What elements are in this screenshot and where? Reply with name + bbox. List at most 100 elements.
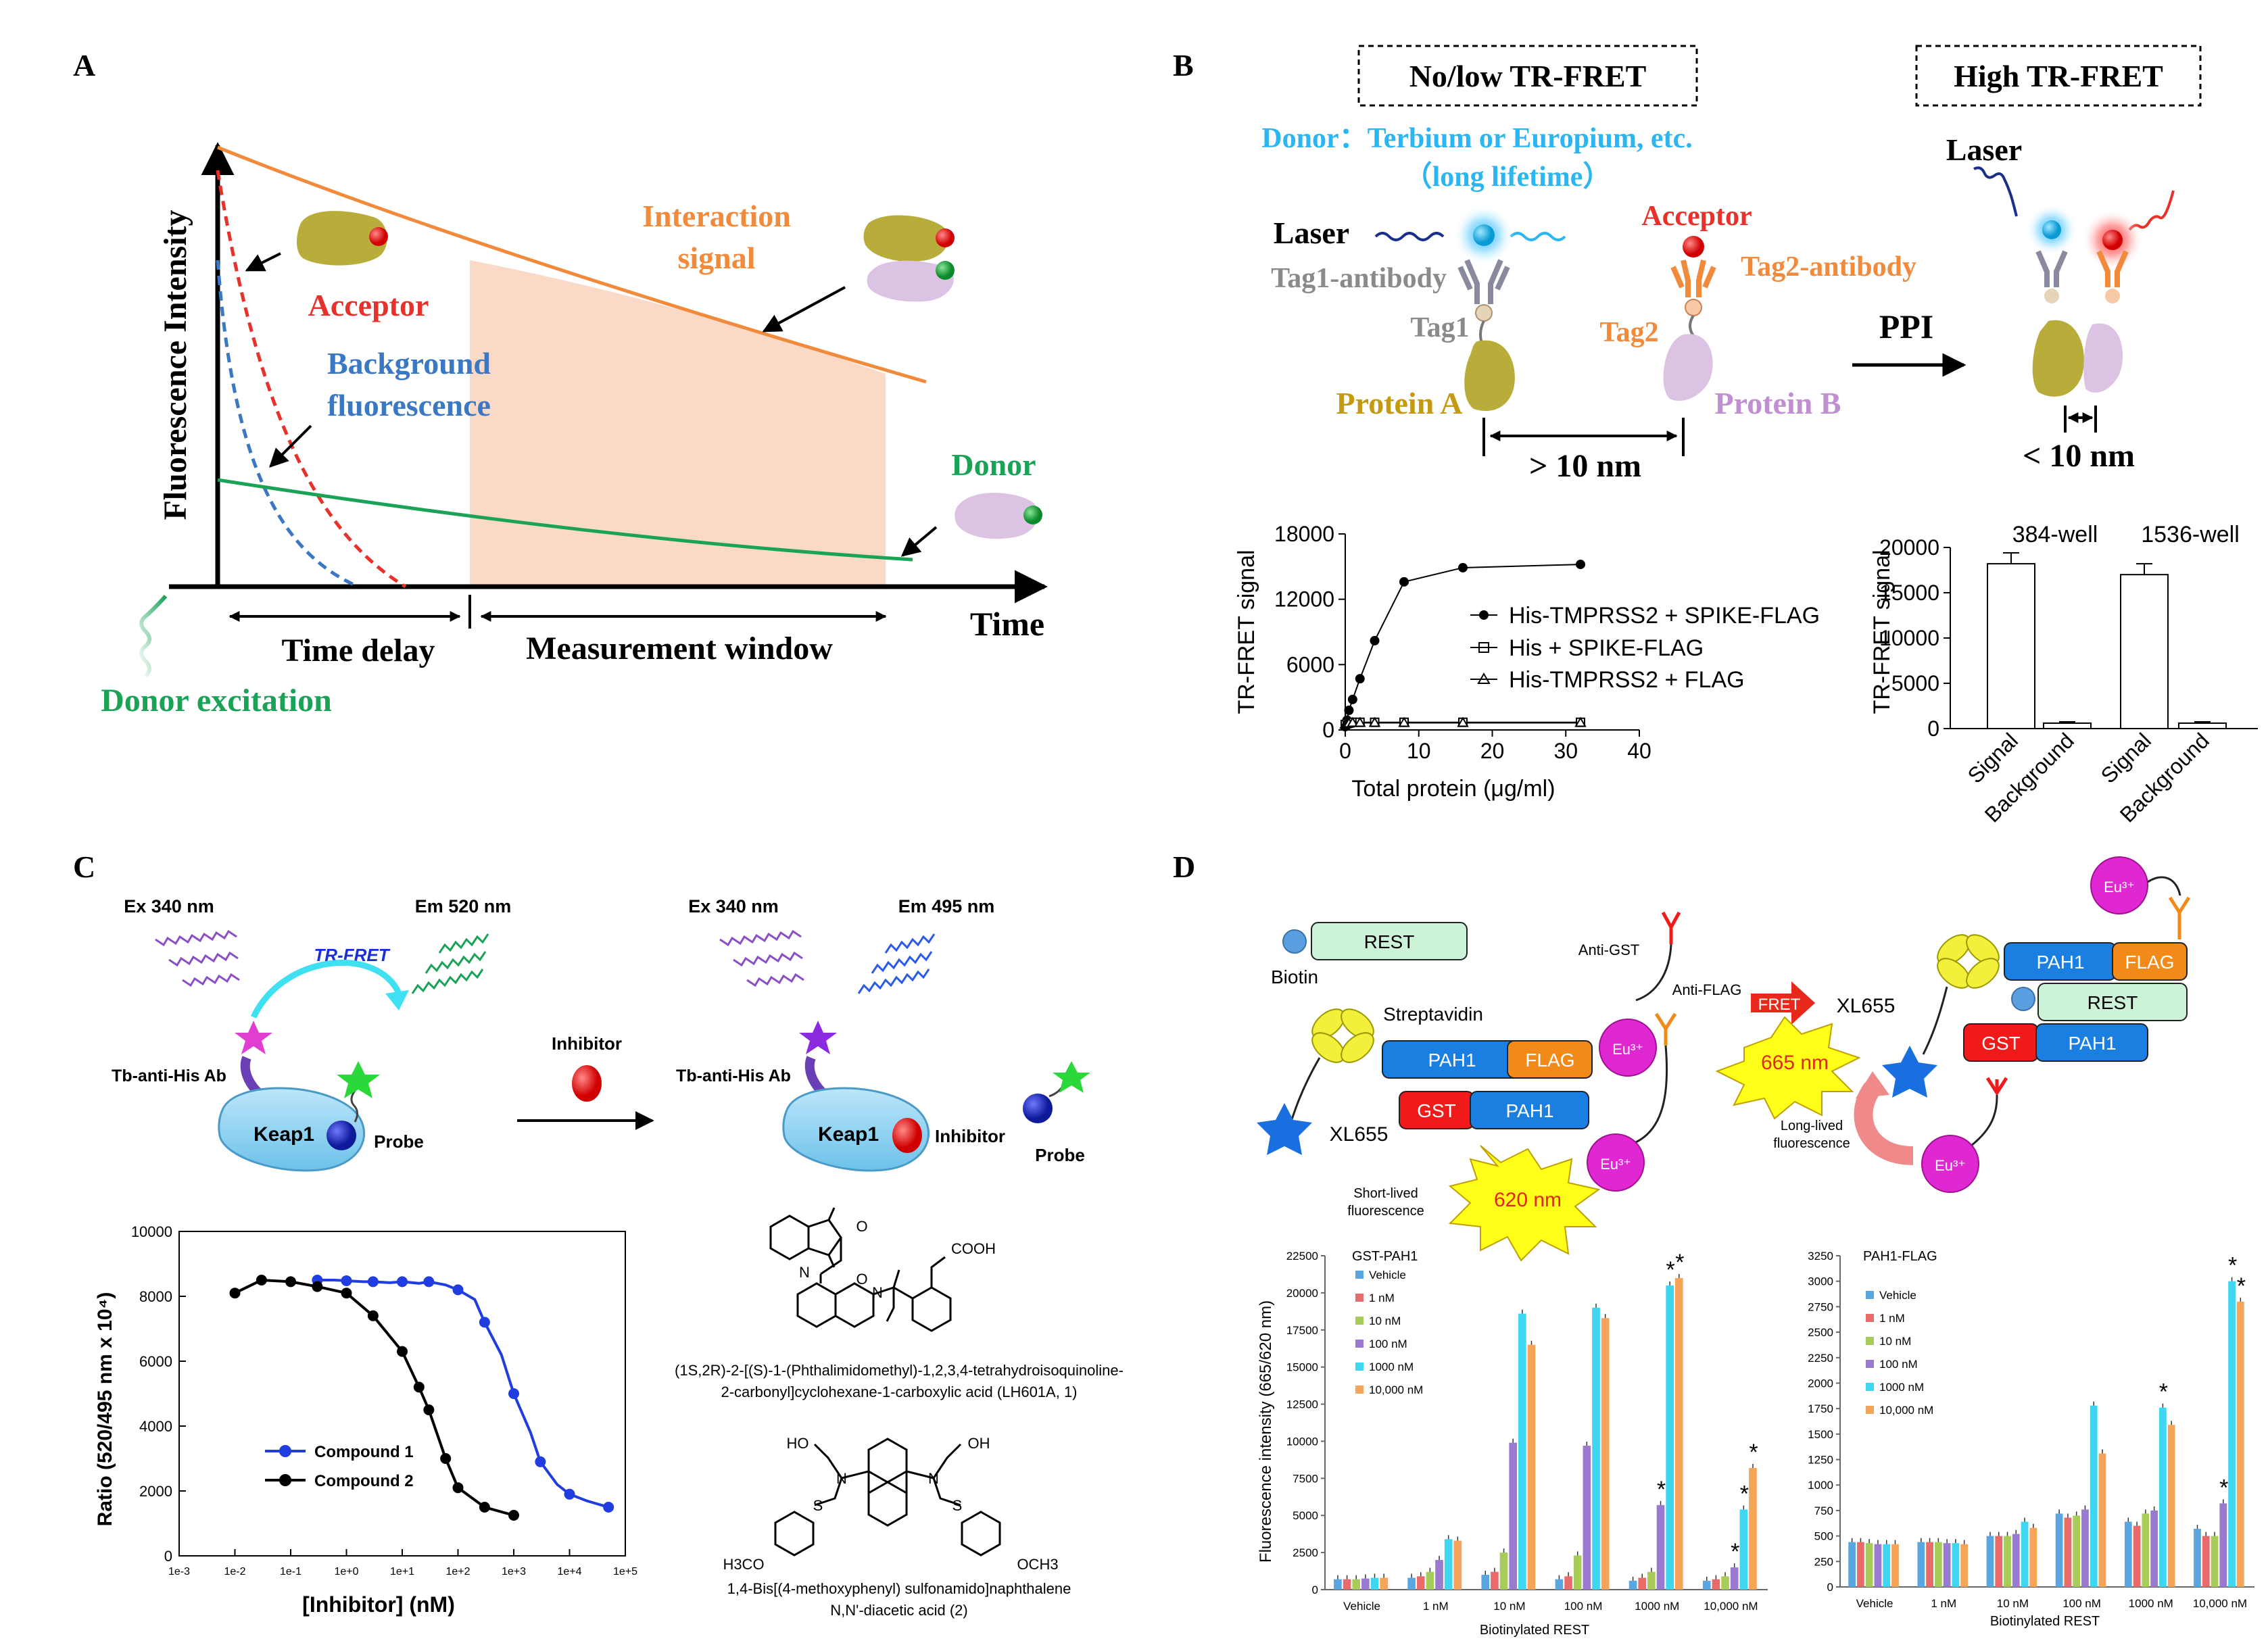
d2-bar xyxy=(2194,1529,2201,1587)
keap1-icon-left xyxy=(218,1087,365,1172)
c-ytick-label: 2000 xyxy=(139,1483,172,1500)
c-point xyxy=(397,1276,408,1288)
tag2-label: Tag2 xyxy=(1599,317,1658,348)
b1-point xyxy=(1347,716,1359,727)
acceptor-curve xyxy=(216,170,407,589)
eu-label-3: Eu³⁺ xyxy=(2104,879,2135,896)
c-point xyxy=(508,1388,519,1399)
d2-legend-swatch xyxy=(1866,1406,1874,1414)
d1-legend-label: 10 nM xyxy=(1369,1315,1401,1327)
chart-b1: TR-FRET signal Total protein (μg/ml) 060… xyxy=(1234,522,1820,802)
eu-icon-1 xyxy=(1599,1019,1657,1077)
d1-significance-star: * xyxy=(1740,1481,1749,1507)
d2-significance-star: * xyxy=(2219,1475,2228,1500)
c-xtick-label: 1e+0 xyxy=(334,1566,358,1577)
d1-significance-star: * xyxy=(1666,1257,1675,1283)
c-xtick-label: 1e+4 xyxy=(557,1566,581,1577)
d1-bar xyxy=(1370,1577,1379,1590)
xl655-star-icon-2 xyxy=(1882,1046,1937,1098)
b1-legend-1: His-TMPRSS2 + SPIKE-FLAG xyxy=(1509,603,1820,629)
svg-text:O: O xyxy=(856,1218,867,1235)
c-xtick-label: 1e-1 xyxy=(280,1566,301,1577)
b2-bar xyxy=(2043,722,2092,729)
flag-box-1 xyxy=(1507,1040,1593,1079)
d2-ytick-label: 2000 xyxy=(1808,1377,1833,1390)
d1-significance-star: * xyxy=(1675,1250,1684,1275)
gst-label-2: GST xyxy=(1981,1033,2021,1054)
donor-label: Donor xyxy=(951,447,1036,482)
panel-letter-b: B xyxy=(1173,48,1194,82)
fret-arrow-icon xyxy=(1751,981,1815,1025)
d2-legend-label: 10 nM xyxy=(1879,1335,1911,1348)
d1-bar xyxy=(1601,1318,1610,1590)
chart-b2: TR-FRET signal 384-well 1536-well 050001… xyxy=(1869,522,2258,827)
c-ytick-label: 6000 xyxy=(139,1353,172,1370)
protein-b-label: Protein B xyxy=(1715,386,1841,420)
d1-significance-star: * xyxy=(1749,1440,1758,1465)
d1-ytick-label: 17500 xyxy=(1286,1324,1318,1337)
d2-legend-swatch xyxy=(1866,1291,1874,1299)
d2-legend-swatch xyxy=(1866,1314,1874,1322)
d2-legend-swatch xyxy=(1866,1337,1874,1345)
d1-bar xyxy=(1712,1579,1720,1590)
d2-bar xyxy=(2081,1509,2089,1587)
laser-label: Laser xyxy=(1274,216,1349,250)
tag2-icon xyxy=(1685,299,1702,316)
d1-bar xyxy=(1527,1344,1536,1590)
b2-ylabel: TR-FRET signal xyxy=(1869,549,1895,714)
d2-category-label: Vehicle xyxy=(1856,1597,1893,1610)
fret-label: FRET xyxy=(1758,996,1801,1014)
d2-bar xyxy=(2098,1453,2106,1587)
d1-ytick-label: 20000 xyxy=(1286,1287,1318,1300)
pah1-label-2: PAH1 xyxy=(1505,1100,1553,1121)
em-label-2: Em 495 nm xyxy=(898,896,995,916)
b1-point xyxy=(1344,706,1354,715)
xl655-star-icon xyxy=(1257,1103,1312,1155)
background-label-1: Background xyxy=(327,346,491,381)
panel-c: C Ex 340 nm Em 520 nm Ex 340 nm Em 495 n… xyxy=(73,850,1124,1619)
d2-bar xyxy=(2124,1521,2132,1587)
eu-label-1: Eu³⁺ xyxy=(1612,1041,1643,1058)
d1-bar xyxy=(1453,1540,1462,1590)
d2-ytick-label: 500 xyxy=(1814,1530,1833,1543)
nm620-label: 620 nm xyxy=(1494,1189,1562,1211)
oh-label: OH xyxy=(968,1435,990,1452)
compound-2-structure xyxy=(774,1438,1001,1557)
d2-ytick-label: 750 xyxy=(1814,1504,1833,1517)
d1-category-label: 100 nM xyxy=(1564,1600,1603,1613)
distance-far-label: > 10 nm xyxy=(1529,448,1641,484)
d2-bar xyxy=(2133,1525,2141,1587)
d1-legend-label: 1 nM xyxy=(1369,1292,1395,1304)
ho-label: HO xyxy=(787,1435,809,1452)
probe-star-icon xyxy=(337,1061,380,1098)
d2-category-label: 10,000 nM xyxy=(2193,1597,2247,1610)
b1-point xyxy=(1355,674,1365,684)
eu-icon-2 xyxy=(1587,1133,1645,1192)
laser-wave-icon xyxy=(1374,232,1445,241)
c-xtick-label: 1e+5 xyxy=(613,1566,637,1577)
acceptor-label: Acceptor xyxy=(308,288,429,322)
d2-ytick-label: 2250 xyxy=(1808,1352,1833,1365)
d1-bar xyxy=(1435,1560,1443,1590)
flag-label-2: FLAG xyxy=(2125,952,2174,973)
c-legend-1: Compound 1 xyxy=(314,1443,414,1461)
inhibitor-ball-icon xyxy=(572,1065,602,1102)
c-point xyxy=(341,1288,352,1299)
d1-bar xyxy=(1583,1446,1591,1590)
b1-point xyxy=(1574,716,1587,727)
d2-ytick-label: 1750 xyxy=(1808,1402,1833,1415)
d2-bar xyxy=(2029,1527,2037,1587)
free-probe-star-icon xyxy=(1053,1061,1090,1093)
d1-significance-star: * xyxy=(1657,1477,1666,1502)
pah1-label-4: PAH1 xyxy=(2068,1033,2116,1054)
b2-ytick-label: 10000 xyxy=(1879,626,1939,650)
laser-label-2: Laser xyxy=(1946,132,2022,167)
b2-ytick-label: 20000 xyxy=(1879,535,1939,560)
donor-excitation-label: Donor excitation xyxy=(101,683,332,718)
xl655-label-2: XL655 xyxy=(1837,995,1896,1017)
d2-bar xyxy=(1917,1542,1925,1587)
d2-bar xyxy=(2055,1513,2063,1587)
d2-significance-star: * xyxy=(2237,1273,2246,1299)
h3co-label: H3CO xyxy=(723,1556,764,1573)
b1-ytick-label: 6000 xyxy=(1286,652,1334,677)
